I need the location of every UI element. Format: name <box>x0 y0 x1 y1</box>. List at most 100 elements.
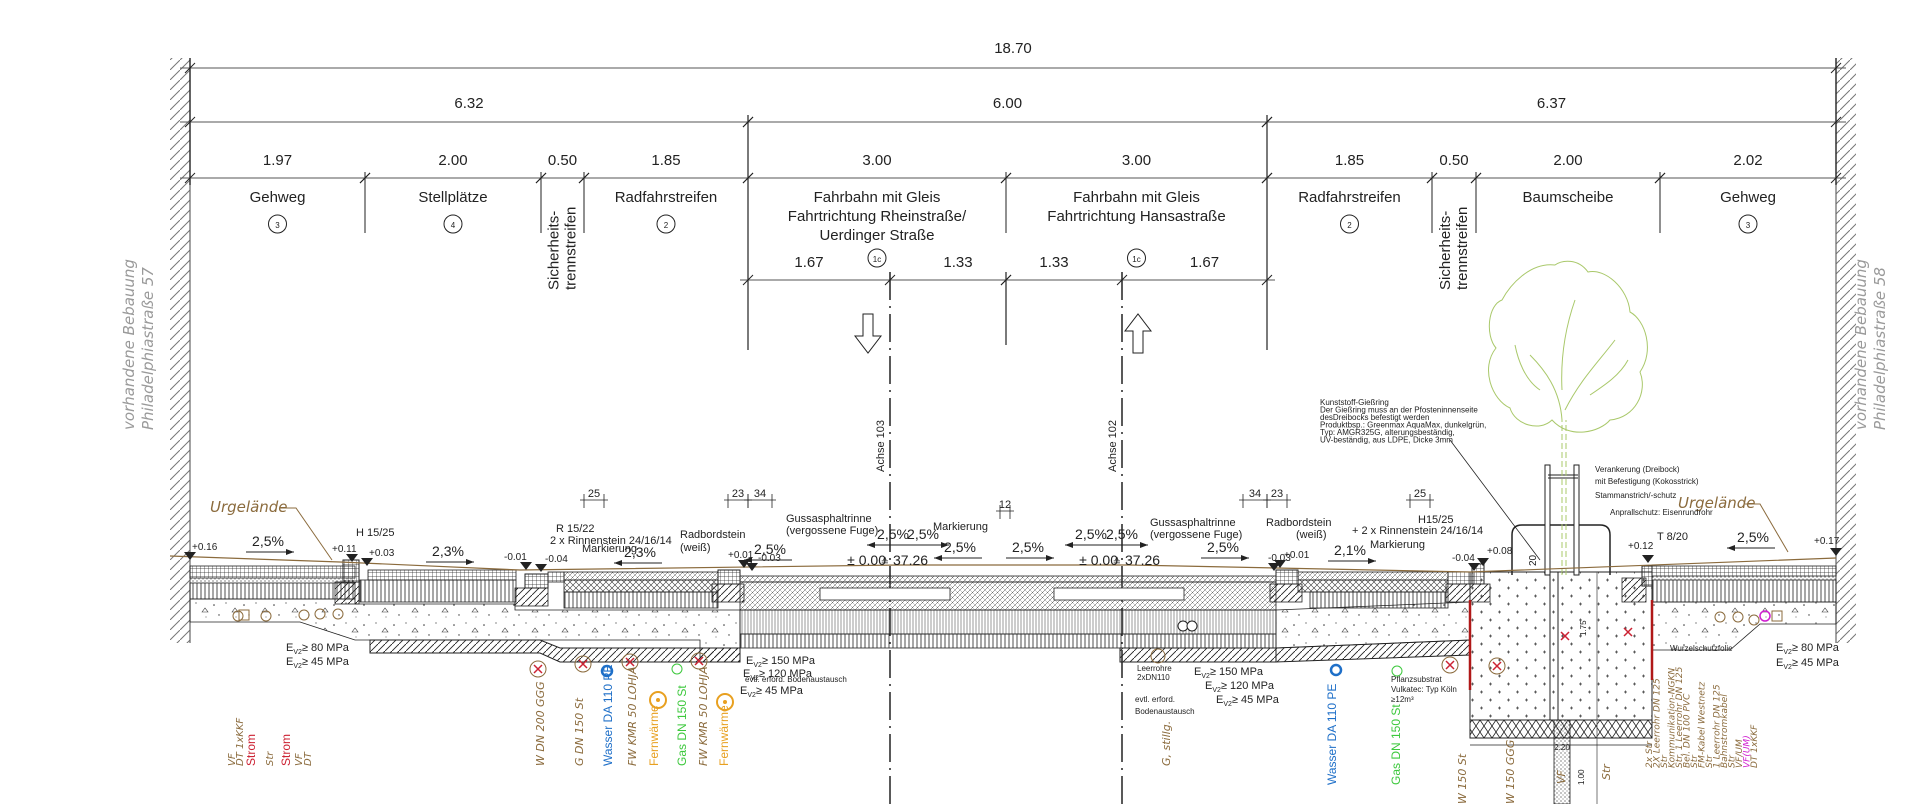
small-dim-label: 25 <box>1414 488 1426 500</box>
label-giessring: Typ: AMGR325G, alterungsbeständig, <box>1320 428 1455 437</box>
tree-dim-base: 1.00 <box>1577 769 1586 785</box>
dim-segment-width: 1.85 <box>651 152 680 169</box>
terrain-label-right: Urgelände <box>1678 494 1756 512</box>
ev2-label-right: EV2≥ 80 MPa <box>1776 642 1840 656</box>
dim-segment-width: 1.97 <box>263 152 292 169</box>
label-giessring: UV-beständig, aus LDPE, Dicke 3mm <box>1320 436 1453 445</box>
gas-pipe-icon <box>574 655 592 673</box>
utility-label-far-right: 2X Leerrohr DN 125 <box>1653 678 1663 768</box>
utility-label-left: Strom <box>244 734 258 766</box>
elevation-marker-icon <box>746 563 758 571</box>
elevation-label: -0.03 <box>758 553 781 564</box>
cable-duct-icon <box>332 608 344 620</box>
utility-label-right: Gas DN 150 St <box>1389 704 1403 785</box>
utility-label-left: Strom <box>279 734 293 766</box>
elevation-label: +0.01 <box>728 550 754 561</box>
pipe-cross-icon <box>578 659 588 669</box>
segment-name: Gehweg <box>250 189 306 206</box>
dim-segment-width: 3.00 <box>862 152 891 169</box>
slope-label: 2,5% <box>1012 539 1044 555</box>
utility-label-far-right: DT 1xKKF <box>1750 724 1760 768</box>
label-verankerung: Verankerung (Dreibock) <box>1595 465 1680 474</box>
segment-name: Sicherheits- <box>1437 211 1454 290</box>
elevation-marker-icon <box>1830 548 1842 556</box>
label-gussasphalt-right: Gussasphaltrinne <box>1150 517 1236 529</box>
small-dim-label: 34 <box>754 488 766 500</box>
building-label-right-1: vorhandene Bebauung <box>1852 259 1870 430</box>
tree-dim-depth: 1.75 <box>1579 620 1588 636</box>
segment-number: 1c <box>873 255 881 264</box>
segment-number-badge <box>443 214 463 234</box>
segment-name: Fahrbahn mit Gleis <box>814 189 941 206</box>
slope-label: 2,5% <box>877 526 909 542</box>
label-leerrohre-2: 2xDN110 <box>1137 673 1170 682</box>
elevation-marker-icon <box>346 554 358 562</box>
utility-label-left: DT <box>303 751 314 766</box>
label-h1525-left: H 15/25 <box>356 527 395 539</box>
district-heating-core-icon <box>656 698 660 702</box>
dim-segment-width: 2.00 <box>1553 152 1582 169</box>
cable-duct-icon <box>1714 611 1726 623</box>
axis-height-right: 37.26 <box>1125 552 1160 568</box>
segment-number: 2 <box>1347 221 1352 230</box>
dim-group-label: 6.00 <box>993 95 1022 112</box>
utility-label-right: W 150 GGG <box>1504 740 1517 804</box>
dim-segment-width: 3.00 <box>1122 152 1151 169</box>
utility-label-left: DT 1xKKF <box>235 718 246 766</box>
segment-name: Fahrtrichtung Hansastraße <box>1047 208 1225 225</box>
dimension-tick <box>1830 172 1842 184</box>
dimension-tick <box>742 172 754 184</box>
dim-sub-width: 1.33 <box>943 254 972 271</box>
label-stammanstrich: Stammanstrich/-schutz <box>1595 491 1676 500</box>
utility-label-far-right: VF/UM <box>1735 739 1745 768</box>
segment-number: 1c <box>1132 255 1140 264</box>
arrow-up-icon <box>1123 313 1153 354</box>
utility-label-far-right: VF(UM) <box>1743 735 1753 768</box>
dim-sub-width: 1.33 <box>1039 254 1068 271</box>
arrow-down-icon <box>853 313 883 354</box>
slope-label: 2,3% <box>624 544 656 560</box>
elevation-label: -0.04 <box>545 554 568 565</box>
dim-group-label: 6.32 <box>454 95 483 112</box>
utility-label-right: Wasser DA 110 PE <box>1325 684 1339 785</box>
label-vergossene-left: (vergossene Fuge) <box>786 525 878 537</box>
elevation-marker-icon <box>535 564 547 572</box>
dim-segment-width: 0.50 <box>1439 152 1468 169</box>
label-pflanzsubstrat: ≥12m³ <box>1391 695 1414 704</box>
axis-label-102: Achse 102 <box>1107 420 1119 472</box>
building-label-left-2: Philadelphiastraße 57 <box>139 267 157 430</box>
water-pe-pipe-icon <box>1329 663 1343 677</box>
label-giessring: Kunststoff-Gießring <box>1320 398 1389 407</box>
elevation-marker-icon <box>361 558 373 566</box>
leader-line <box>1449 439 1541 561</box>
district-heating-core-icon <box>723 700 727 704</box>
pipe-cross-icon <box>1445 660 1455 670</box>
dimension-tick <box>184 116 196 128</box>
utility-label-center: FW KMR 50 LOHJA <box>626 666 639 766</box>
label-t820: T 8/20 <box>1657 531 1688 543</box>
segment-name: Gehweg <box>1720 189 1776 206</box>
segment-number: 4 <box>451 221 456 230</box>
segment-number-badge <box>656 214 676 234</box>
ev2-label-center-left: EV2≥ 150 MPa <box>746 655 816 669</box>
slope-label: 2,3% <box>432 543 464 559</box>
ev2-label-center-right: EV2≥ 120 MPa <box>1205 680 1275 694</box>
cable-duct-icon <box>260 610 272 622</box>
cable-duct-icon <box>1748 614 1760 626</box>
elevation-label: +0.12 <box>1628 541 1654 552</box>
ev2-label-center-left: EV2≥ 120 MPa <box>743 668 813 682</box>
cable-duct-icon <box>314 608 326 620</box>
label-markierung: Markierung <box>582 543 637 555</box>
slope-label: 2,5% <box>1207 539 1239 555</box>
segment-name: Sicherheits- <box>546 211 563 290</box>
utility-label-right: G, stillg. <box>1160 721 1173 766</box>
water-pipe-icon <box>529 660 547 678</box>
utility-label-center: FW KMR 50 LOHJA <box>697 666 710 766</box>
utility-label-right: VF <box>1555 769 1568 784</box>
elevation-label: -0.01 <box>504 552 527 563</box>
small-dim-label: 23 <box>1271 488 1283 500</box>
dim-segment-width: 2.00 <box>438 152 467 169</box>
dimension-tick <box>742 274 754 286</box>
utility-label-far-right: 2x Str <box>1645 740 1655 768</box>
segment-name: Radfahrstreifen <box>615 189 718 206</box>
